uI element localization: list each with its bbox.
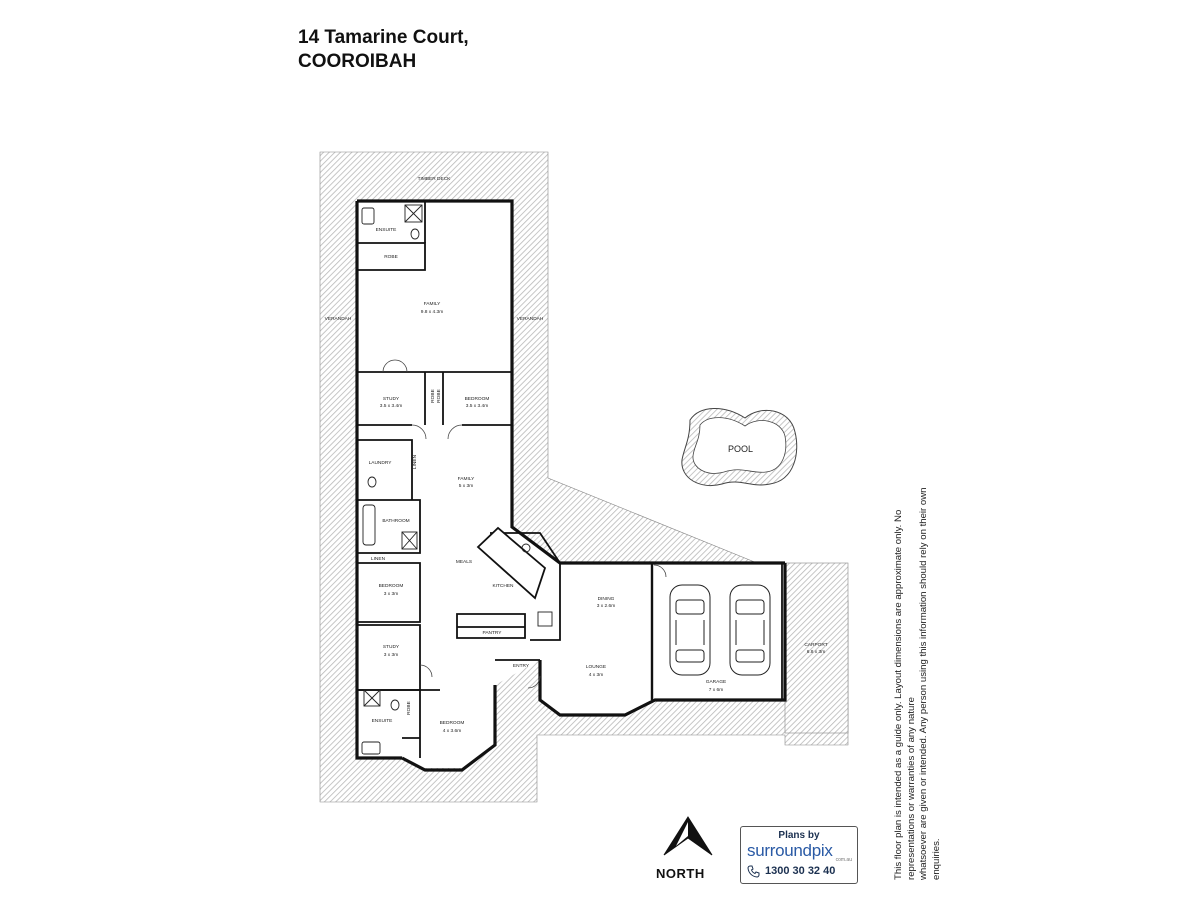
garage-dims: 7 x 6m	[709, 687, 723, 693]
logo-plans-by: Plans by	[778, 830, 820, 841]
verandah-top-label: TIMBER DECK	[418, 176, 452, 182]
disclaimer-line-1: This floor plan is intended as a guide o…	[893, 509, 917, 880]
verandah-left-label: VERANDAH	[325, 316, 352, 322]
bedroom-upper-dims: 3.5 x 3.4m	[466, 403, 488, 409]
room-labels: ENSUITE ROBE FAMILY 9.8 x 4.3m STUDY 3.5…	[325, 176, 828, 734]
garage-name: GARAGE	[706, 679, 727, 685]
door-swings	[382, 359, 667, 689]
address-line-1: 14 Tamarine Court,	[298, 27, 469, 48]
pool-water	[692, 417, 787, 474]
bedroom-mid-name: BEDROOM	[379, 583, 404, 589]
car-right	[729, 584, 771, 676]
address-line-2: COOROIBAH	[298, 51, 417, 72]
bathroom-label: BATHROOM	[382, 518, 409, 524]
logo-domain: com.au	[835, 857, 852, 863]
logo-phone: 1300 30 32 40	[765, 865, 836, 877]
laundry-label: LAUNDRY	[369, 460, 393, 466]
family-top-name: FAMILY	[424, 301, 442, 307]
robe-small-1: ROBE	[430, 389, 436, 403]
study-upper-dims: 3.5 x 3.4m	[380, 403, 402, 409]
car-left	[669, 584, 711, 676]
surroundpix-logo: Plans by surroundpix com.au 1300 30 32 4…	[740, 826, 858, 884]
family-top-dims: 9.8 x 4.3m	[421, 309, 443, 315]
property-address: 14 Tamarine Court, COOROIBAH	[298, 26, 469, 74]
pool-label: POOL	[728, 444, 753, 454]
robe-top-label: ROBE	[384, 254, 398, 260]
linen-2-label: LINEN	[371, 556, 386, 562]
linen-1-label: LINEN	[412, 454, 418, 469]
north-arrow	[663, 816, 713, 856]
ensuite-top-label: ENSUITE	[376, 227, 397, 233]
study-lower-dims: 3 x 3m	[384, 652, 398, 658]
fixtures	[361, 204, 553, 755]
robe-bottom-label: ROBE	[406, 701, 412, 715]
study-lower-name: STUDY	[383, 644, 400, 650]
bedroom-upper-name: BEDROOM	[465, 396, 490, 402]
kitchen-label: KITCHEN	[492, 583, 514, 589]
disclaimer-line-2: whatsoever are given or intended. Any pe…	[918, 487, 942, 880]
exterior-walls	[355, 199, 787, 772]
dining-dims: 3 x 2.6m	[597, 603, 615, 609]
ensuite-bottom-label: ENSUITE	[372, 718, 393, 724]
carport-dims: 6.8 x 3m	[807, 649, 825, 655]
meals-label: MEALS	[456, 559, 472, 565]
bedroom-bottom-name: BEDROOM	[440, 720, 465, 726]
study-upper-name: STUDY	[383, 396, 400, 402]
lounge-dims: 4 x 3m	[589, 672, 603, 678]
verandah-right-label: VERANDAH	[517, 316, 544, 322]
carport-area	[784, 562, 849, 734]
phone-icon	[747, 865, 760, 878]
family-mid-name: FAMILY	[458, 476, 476, 482]
north-label: NORTH	[656, 866, 705, 881]
family-mid-dims: 5 x 3m	[459, 483, 473, 489]
bedroom-bottom-dims: 4 x 3.6m	[443, 728, 461, 734]
pantry-label: PANTRY	[482, 630, 502, 636]
carport-name: CARPORT	[804, 642, 827, 648]
logo-brand: surroundpix	[747, 841, 833, 860]
robe-small-2: ROBE	[436, 389, 442, 403]
entry-label: ENTRY	[513, 663, 530, 669]
lounge-name: LOUNGE	[586, 664, 606, 670]
bedroom-mid-dims: 3 x 3m	[384, 591, 398, 597]
dining-name: DINING	[598, 596, 615, 602]
disclaimer: This floor plan is intended as a guide o…	[893, 460, 943, 880]
